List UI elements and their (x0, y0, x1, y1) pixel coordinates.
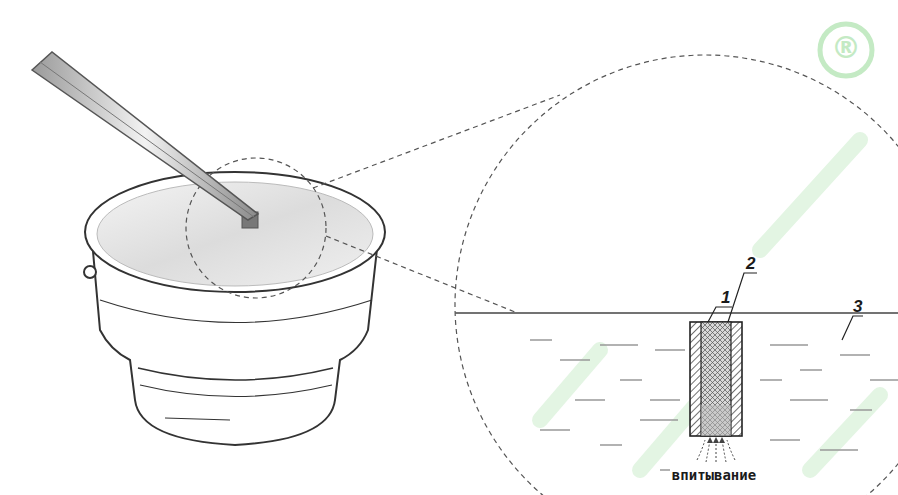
watermark: ® (831, 33, 861, 63)
leader-line (708, 273, 863, 340)
container (84, 172, 385, 445)
magnify-line (326, 236, 515, 312)
tweezers (32, 52, 258, 220)
absorption-arrows (697, 440, 735, 462)
watermark (540, 140, 880, 470)
arrow-heads (707, 437, 725, 443)
callout-number: 1 (721, 289, 730, 306)
callout-number: 3 (853, 298, 862, 315)
callout-number: 2 (746, 255, 755, 272)
magnify-circle (455, 55, 898, 495)
watermark-circle (820, 24, 872, 76)
sample-section (690, 322, 742, 436)
magnify-line (313, 95, 560, 188)
liquid-surface (455, 312, 898, 313)
process-label: впитывание (670, 468, 758, 482)
